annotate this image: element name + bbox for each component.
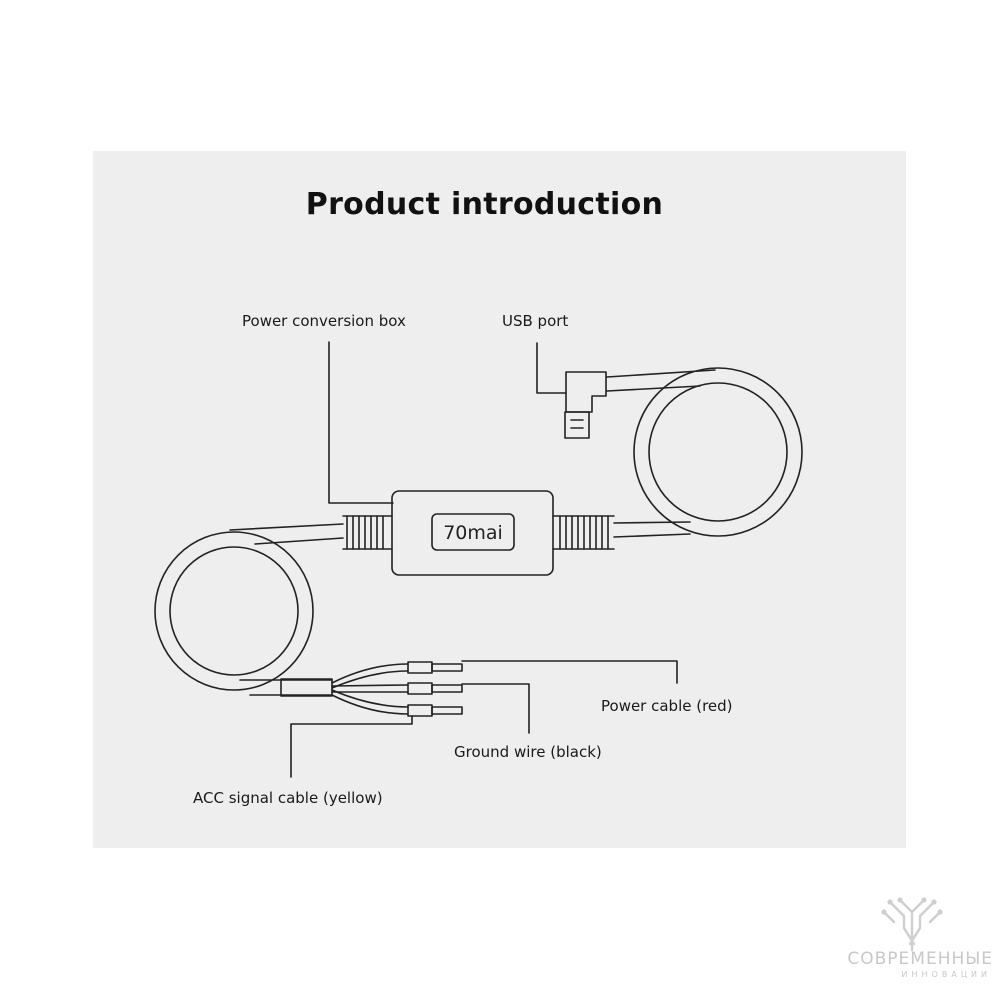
label-usb-port: USB port [502, 312, 569, 330]
power-box-leader [328, 341, 394, 504]
usb-port-leader [536, 342, 567, 394]
cable-sheath [280, 678, 333, 697]
label-power-conversion-box: Power conversion box [242, 312, 406, 330]
diagram-panel [93, 151, 906, 848]
ground-wire-leader [461, 683, 530, 734]
power-conversion-box [391, 490, 554, 576]
watermark-text: СОВРЕМЕННЫЕ [847, 949, 993, 969]
wire-terminals [407, 661, 463, 717]
split-wires [331, 663, 409, 715]
label-ground-wire: Ground wire (black) [454, 743, 602, 761]
power-cable-leader [461, 660, 678, 684]
watermark-subtext: ИННОВАЦИИ [901, 970, 991, 979]
lower-cable [239, 679, 333, 696]
box-left-cable [229, 523, 344, 545]
usb-cable [606, 369, 716, 392]
usb-plug [564, 371, 607, 439]
label-acc-signal-cable: ACC signal cable (yellow) [193, 789, 383, 807]
brand-logo: 70mai [443, 522, 503, 544]
acc-cable-leader [290, 715, 413, 778]
page-title: Product introduction [305, 187, 664, 222]
left-strain-relief [342, 515, 393, 550]
brand-badge [431, 513, 515, 551]
left-cable-loop [154, 531, 314, 691]
label-power-cable: Power cable (red) [601, 697, 733, 715]
right-strain-relief [552, 515, 615, 550]
box-right-cable [613, 521, 691, 538]
right-cable-loop [633, 367, 803, 537]
watermark-logo-icon [881, 897, 943, 952]
